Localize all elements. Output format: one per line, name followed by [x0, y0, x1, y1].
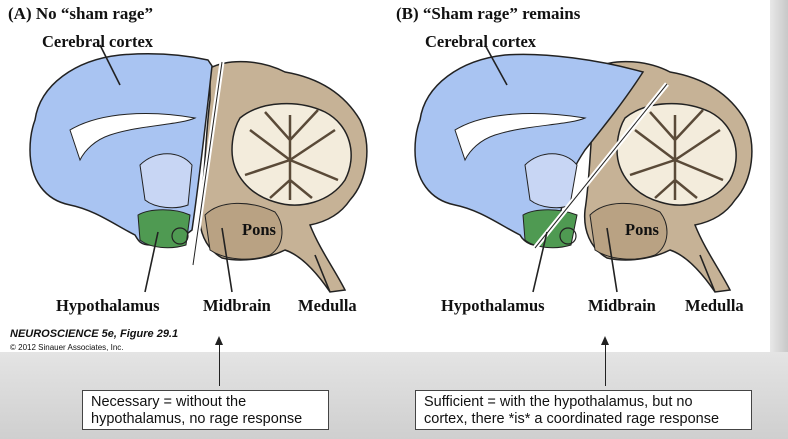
label-cerebral-cortex: Cerebral cortex: [425, 32, 537, 51]
cerebellum-folia: [629, 109, 724, 200]
panel-b-brain-illustration: [414, 44, 753, 293]
note-sufficient-line1: Sufficient = with the hypothalamus, but …: [424, 394, 693, 410]
right-edge-band: [770, 0, 788, 352]
midbrain-leader: [606, 227, 618, 293]
figure-citation: NEUROSCIENCE 5e, Figure 29.1: [10, 328, 179, 340]
arrow-head-b: [601, 336, 609, 345]
label-midbrain: Midbrain: [203, 296, 271, 315]
medulla-leader: [314, 254, 331, 293]
copyright-notice: © 2012 Sinauer Associates, Inc.: [10, 343, 124, 352]
label-medulla: Medulla: [685, 296, 744, 315]
arrow-shaft-a: [219, 344, 220, 386]
label-hypothalamus: Hypothalamus: [441, 296, 545, 315]
note-necessary: Necessary = without the hypothalamus, no…: [82, 390, 329, 430]
hypothalamus: [137, 209, 191, 249]
arrow-head-a: [215, 336, 223, 345]
hypothalamus-leader: [144, 231, 159, 293]
panel-b: (B) “Sham rage” remains Cerebral cortex …: [385, 0, 775, 352]
arrow-shaft-b: [605, 344, 606, 386]
label-medulla: Medulla: [298, 296, 357, 315]
note-sufficient: Sufficient = with the hypothalamus, but …: [415, 390, 752, 430]
hypothalamus-leader: [532, 231, 548, 293]
panel-b-title: (B) “Sham rage” remains: [396, 4, 581, 23]
thalamus-area: [524, 153, 578, 209]
label-hypothalamus: Hypothalamus: [56, 296, 160, 315]
label-pons: Pons: [625, 220, 659, 239]
note-necessary-line1: Necessary = without the: [91, 394, 247, 410]
midbrain-leader: [221, 227, 233, 293]
cerebellum: [231, 102, 352, 206]
cerebellum-folia: [244, 109, 339, 200]
cortex-leader: [484, 44, 508, 86]
panel-a-title: (A) No “sham rage”: [8, 4, 153, 23]
corpus-callosum: [454, 113, 587, 162]
medulla-leader: [699, 254, 716, 293]
label-pons: Pons: [242, 220, 276, 239]
cortex-leader: [99, 44, 121, 86]
thalamus-area: [139, 153, 193, 209]
note-sufficient-line2: cortex, there *is* a coordinated rage re…: [424, 411, 720, 427]
corpus-callosum: [69, 113, 197, 162]
panel-a-brain-illustration: [29, 44, 368, 293]
note-necessary-line2: hypothalamus, no rage response: [91, 411, 303, 427]
panel-a: (A) No “sham rage” Cerebral cortex Pons …: [0, 0, 390, 352]
label-midbrain: Midbrain: [588, 296, 656, 315]
figure-credit: NEUROSCIENCE 5e, Figure 29.1 © 2012 Sina…: [10, 324, 178, 352]
label-cerebral-cortex: Cerebral cortex: [42, 32, 154, 51]
